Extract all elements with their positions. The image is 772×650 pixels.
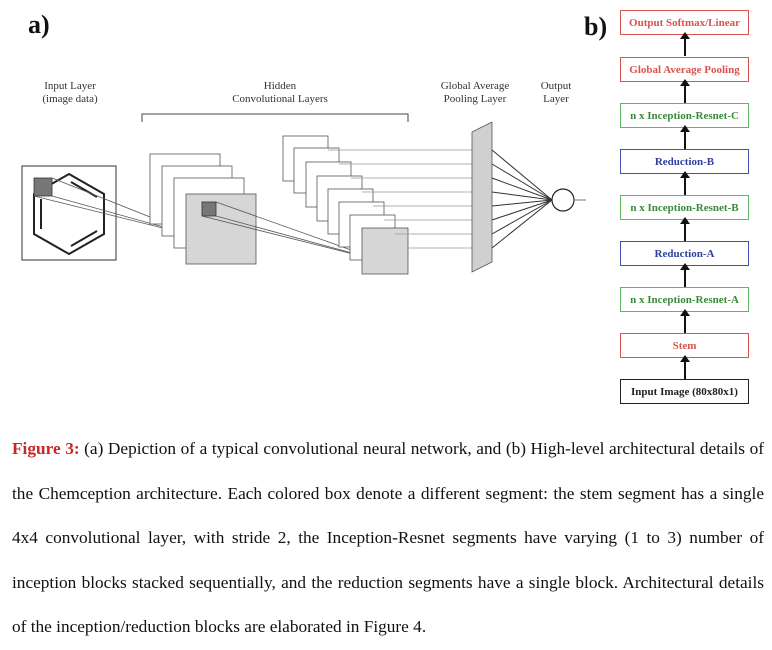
arrow-up-icon [680, 263, 690, 287]
arrow-up-icon [680, 125, 690, 149]
input-layer-label: Input Layer (image data) [42, 80, 98, 105]
block-inception-resnet-c: n x Inception-Resnet-C [620, 103, 749, 128]
global-average-pooling-shape [471, 121, 493, 273]
arrow-up-icon [680, 79, 690, 103]
block-inception-resnet-a: n x Inception-Resnet-A [620, 287, 749, 312]
block-input-image: Input Image (80x80x1) [620, 379, 749, 404]
figure-label: Figure 3: [12, 439, 80, 458]
hidden-layers-label: Hidden Convolutional Layers [232, 80, 328, 105]
hidden-layers-bracket [141, 113, 409, 122]
arrow-up-icon [680, 32, 690, 56]
cnn-diagram [21, 113, 586, 275]
hidden-receptive-field [201, 201, 217, 217]
panel-a-label: a) [28, 10, 50, 39]
block-output-softmax: Output Softmax/Linear [620, 10, 749, 35]
arrow-up-icon [680, 355, 690, 379]
gap-layer-label: Global Average Pooling Layer [440, 80, 510, 105]
hidden-stack-2 [282, 135, 409, 275]
output-node [551, 188, 575, 212]
figure-caption: Figure 3: (a) Depiction of a typical con… [12, 427, 764, 650]
hidden-stack-1 [149, 153, 257, 265]
block-reduction-a: Reduction-A [620, 241, 749, 266]
caption-text: (a) Depiction of a typical convolutional… [12, 439, 764, 636]
arrow-up-icon [680, 309, 690, 333]
output-layer-label: Output Layer [540, 80, 572, 105]
panel-b-label: b) [584, 12, 608, 41]
arrow-up-icon [680, 217, 690, 241]
input-receptive-field [33, 177, 53, 197]
arrow-up-icon [680, 171, 690, 195]
block-stem: Stem [620, 333, 749, 358]
